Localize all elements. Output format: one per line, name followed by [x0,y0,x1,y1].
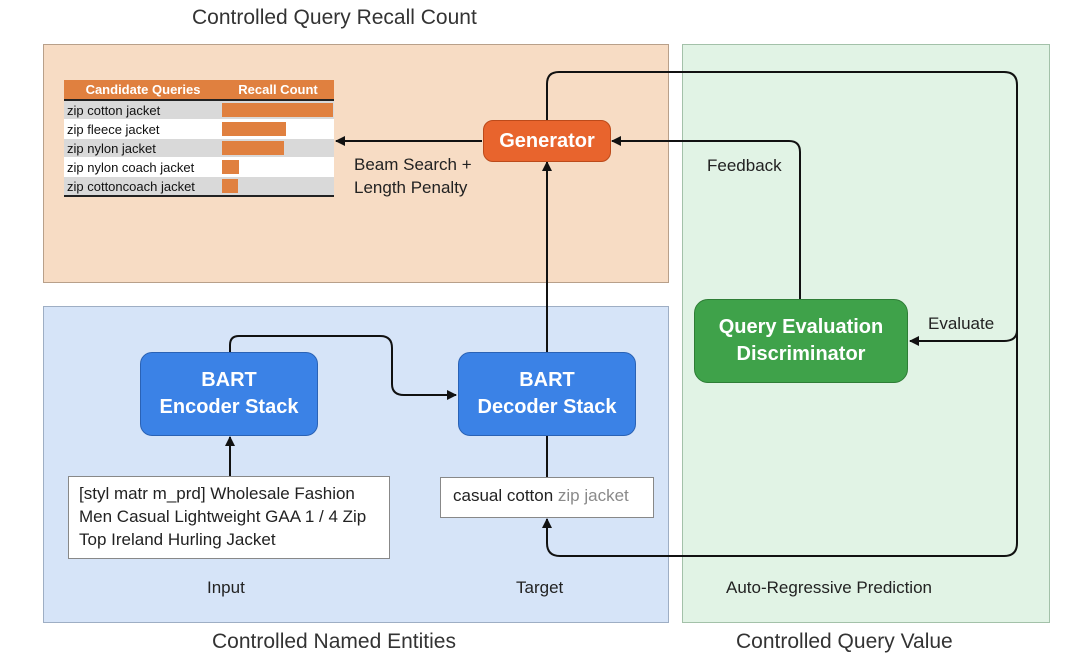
evaluate-label: Evaluate [928,314,995,333]
feedback-label: Feedback [707,156,782,175]
input-label: Input [207,578,245,597]
decoder-line-1: BART [519,369,575,391]
candidate-queries-table: Candidate Queries Recall Count zip cotto… [64,80,334,197]
input-line: Top Ireland Hurling Jacket [79,530,276,549]
beam-search-line-2: Length Penalty [354,178,468,197]
recall-cell [222,157,334,177]
candidate-queries-header: Candidate Queries [64,80,222,101]
encoder-line-1: BART [201,369,257,391]
input-text-box: [styl matr m_prd] Wholesale Fashion Men … [68,476,390,559]
recall-bar [222,122,286,136]
table-row: zip nylon jacket [64,138,334,158]
encoder-to-decoder-arrow [229,335,457,400]
recall-bar [222,103,333,117]
bart-decoder-node: BART Decoder Stack [458,352,636,436]
recall-count-header: Recall Count [222,80,334,101]
discriminator-line-1: Query Evaluation [718,316,884,338]
target-text-box: casual cotton zip jacket [440,477,654,518]
query-cell: zip nylon jacket [64,138,222,158]
entities-section-title: Controlled Named Entities [212,630,456,653]
input-line: Men Casual Lightweight GAA 1 / 4 Zip [79,507,367,526]
generator-node: Generator [483,120,611,162]
table-row: zip cotton jacket [64,100,334,120]
decoder-line-2: Decoder Stack [477,396,617,418]
autoregressive-label: Auto-Regressive Prediction [726,578,932,597]
query-cell: zip cottoncoach jacket [64,176,222,197]
recall-bar [222,179,238,193]
encoder-line-2: Encoder Stack [159,396,299,418]
target-text-predicted: zip jacket [557,486,629,505]
table-row: zip cottoncoach jacket [64,176,334,197]
recall-cell [222,119,334,139]
query-cell: zip fleece jacket [64,119,222,139]
table-header-row: Candidate Queries Recall Count [64,80,334,101]
bart-encoder-node: BART Encoder Stack [140,352,318,436]
query-evaluation-discriminator-node: Query Evaluation Discriminator [694,299,908,383]
feedback-arrow [611,136,801,299]
table-row: zip fleece jacket [64,119,334,139]
recall-cell [222,138,334,158]
autoregressive-arrow [542,330,1018,557]
recall-cell [222,176,334,197]
recall-bar [222,160,239,174]
target-label: Target [516,578,564,597]
recall-bar [222,141,284,155]
beam-search-line-1: Beam Search + [354,155,472,174]
value-section-title: Controlled Query Value [736,630,953,653]
query-cell: zip cotton jacket [64,100,222,120]
generator-label: Generator [499,129,595,152]
recall-cell [222,100,334,120]
recall-section-title: Controlled Query Recall Count [192,6,477,29]
evaluate-arrow [546,71,1018,346]
query-cell: zip nylon coach jacket [64,157,222,177]
beam-search-label: Beam Search + Length Penalty [354,153,472,199]
input-line: [styl matr m_prd] Wholesale Fashion [79,484,355,503]
target-text-known: casual cotton [453,486,558,505]
table-row: zip nylon coach jacket [64,157,334,177]
discriminator-line-2: Discriminator [736,343,866,365]
